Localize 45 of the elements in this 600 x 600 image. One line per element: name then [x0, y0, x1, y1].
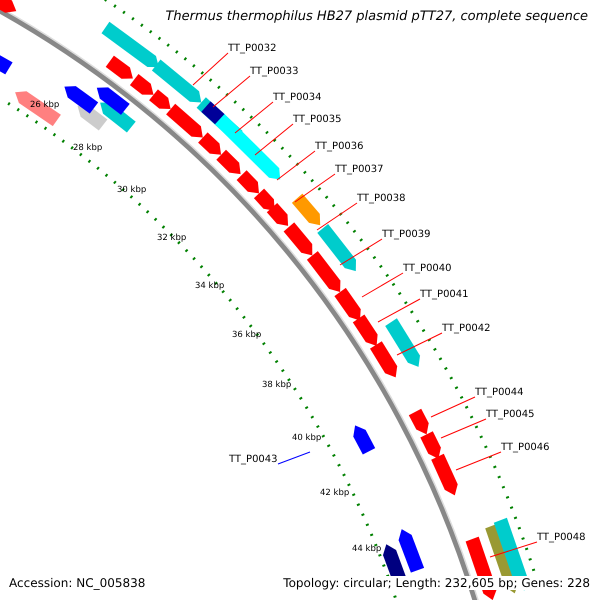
leader-line — [362, 272, 404, 298]
gene-label: TT_P0032 — [228, 43, 277, 54]
leader-line — [278, 452, 310, 464]
scale-label: 26 kbp — [30, 100, 60, 110]
leader-line — [316, 202, 358, 230]
leader-line — [430, 396, 476, 418]
gene-label: TT_P0039 — [382, 229, 431, 240]
leader-line — [294, 174, 336, 202]
scale-label: 44 kbp — [352, 544, 382, 554]
gene-label: TT_P0033 — [250, 66, 299, 77]
footer-text: Topology: circular; Length: 232,605 bp; Genes: 228 — [283, 576, 590, 590]
scale-label: 32 kbp — [157, 233, 186, 243]
footer-text: Accession: NC_005838 — [9, 576, 146, 590]
scale-label: 38 kbp — [262, 380, 292, 390]
gene-label: TT_P0034 — [273, 92, 322, 103]
gene-label: TT_P0041 — [420, 289, 469, 300]
scale-label: 36 kbp — [232, 330, 262, 340]
leader-line — [234, 102, 274, 134]
gene-label: TT_P0035 — [293, 114, 342, 125]
gene-label: TT_P0037 — [335, 164, 384, 175]
scale-label: 28 kbp — [73, 143, 102, 153]
scale-label: 42 kbp — [320, 488, 350, 498]
leader-line — [456, 452, 502, 470]
leader-line — [276, 150, 316, 180]
gene-label: TT_P0038 — [357, 193, 406, 204]
gene-label: TT_P0040 — [403, 263, 452, 274]
scale-label: 30 kbp — [117, 185, 146, 195]
gene-label: TT_P0044 — [475, 387, 524, 398]
leader-line — [192, 52, 228, 86]
leader-line — [254, 124, 294, 156]
leader-line — [340, 238, 382, 266]
leader-line — [378, 298, 420, 322]
map-title: Thermus thermophilus HB27 plasmid pTT27, complete sequence — [165, 9, 588, 24]
gene-label: TT_P0046 — [501, 442, 550, 453]
leader-line — [212, 76, 250, 108]
scale-label: 40 kbp — [292, 433, 322, 443]
leader-line — [440, 418, 486, 438]
gene-label: TT_P0048 — [537, 532, 586, 543]
gene-label: TT_P0043 — [229, 454, 278, 465]
scale-label: 34 kbp — [195, 281, 224, 291]
gene-label: TT_P0042 — [442, 323, 491, 334]
gene-label: TT_P0045 — [486, 409, 535, 420]
gene-label: TT_P0036 — [315, 141, 364, 152]
leader-line — [396, 332, 442, 356]
leader-line — [490, 542, 538, 558]
